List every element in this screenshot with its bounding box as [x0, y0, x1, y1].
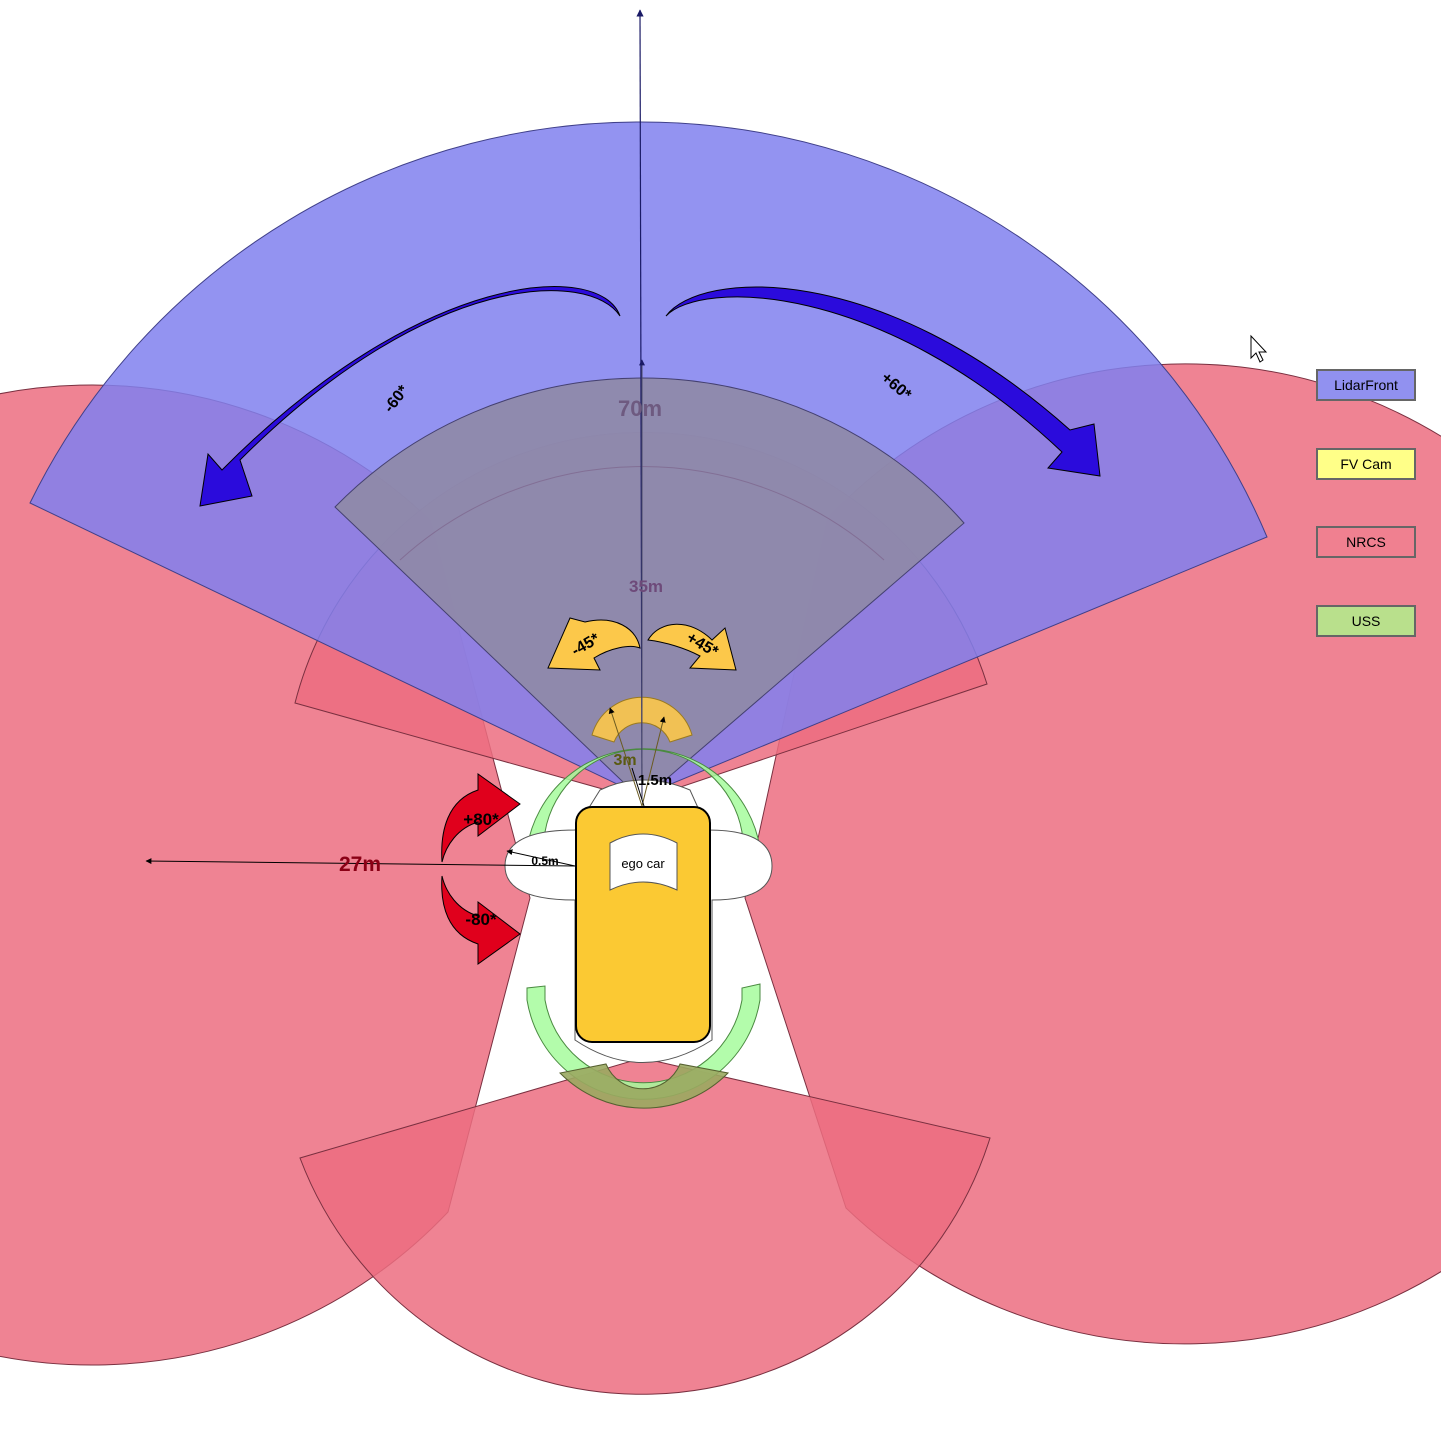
front-gap-label: 1.5m	[638, 772, 672, 789]
legend-item-lidarfront[interactable]: LidarFront	[1316, 369, 1416, 401]
legend-item-nrcs[interactable]: NRCS	[1316, 526, 1416, 558]
nrcs-range-label: 27m	[339, 853, 381, 876]
legend-label-uss: USS	[1351, 613, 1381, 629]
legend-label-lidarfront: LidarFront	[1334, 377, 1398, 393]
nrcs-up-angle-label: +80*	[463, 810, 499, 829]
nrcs-rear-lobe	[299, 1057, 991, 1395]
legend-item-fv-cam[interactable]: FV Cam	[1316, 448, 1416, 480]
legend-label-fv-cam: FV Cam	[1340, 456, 1392, 472]
lidar-range-label: 70m	[618, 396, 662, 421]
front-gap-line	[631, 767, 645, 807]
cam-right-rotation-arrow	[647, 623, 737, 671]
cam-range-label: 35m	[629, 577, 663, 596]
side-gap-line	[506, 849, 576, 867]
uss-rear-overlap	[558, 1063, 730, 1109]
side-gap-label: 0.5m	[531, 854, 558, 868]
cam-left-rotation-arrow	[547, 617, 641, 671]
uss-range-label: 3m	[613, 752, 636, 769]
uss-right-range-line	[641, 716, 666, 807]
nrcs-down-rotation-arrow	[441, 875, 521, 965]
mouse-cursor-icon	[1250, 334, 1268, 363]
lidar-right-rotation-arrow	[665, 286, 1101, 477]
nrcs-range-line	[145, 858, 576, 867]
ego-car-label: ego car	[621, 856, 665, 871]
fv-cam-coverage	[334, 377, 965, 801]
nrcs-down-angle-label: -80*	[465, 910, 497, 929]
legend-item-uss[interactable]: USS	[1316, 605, 1416, 637]
lidar-left-rotation-arrow	[199, 286, 621, 507]
uss-left-range-line	[608, 707, 643, 807]
legend-label-nrcs: NRCS	[1346, 534, 1386, 550]
ego-car-label-box	[609, 833, 678, 891]
nrcs-up-rotation-arrow	[441, 773, 521, 863]
